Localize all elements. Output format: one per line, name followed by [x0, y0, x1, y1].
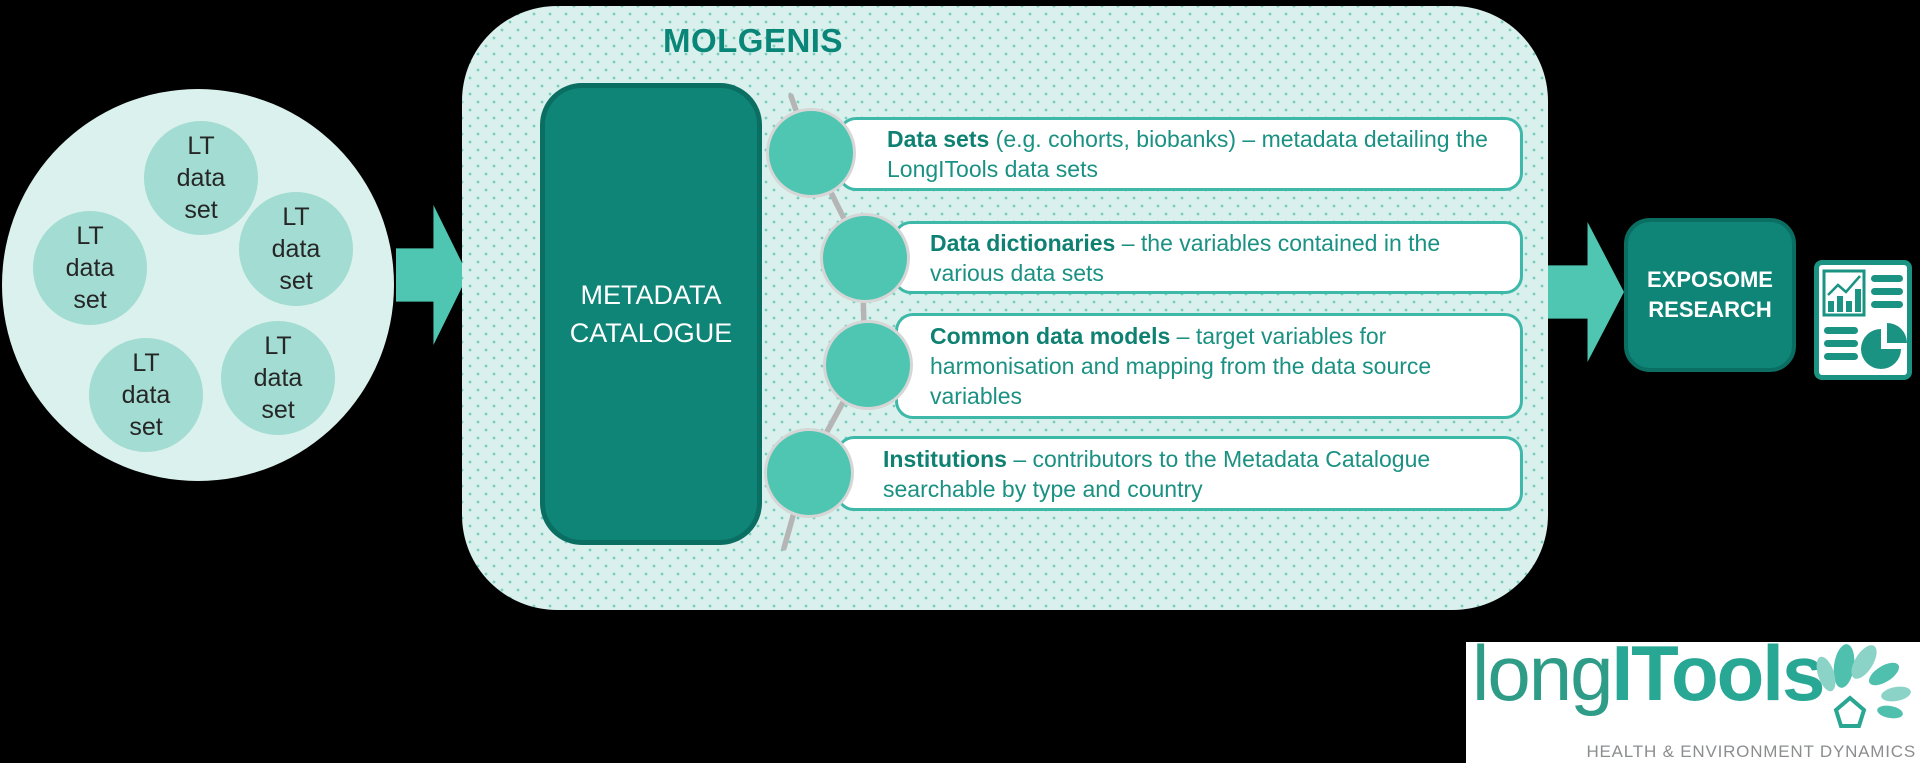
longitools-logo: longITools HEALTH & ENVIRONMENT DYNAMICS	[1466, 629, 1920, 763]
lt-dataset-circle: LT data set	[33, 211, 147, 325]
item-box-data-dictionaries: Data dictionaries – the variables contai…	[893, 221, 1523, 294]
molgenis-title: MOLGENIS	[662, 22, 843, 59]
item-bullet-circle	[766, 108, 856, 198]
lt-dataset-label: LT data set	[65, 222, 115, 314]
exposome-research-box: EXPOSOME RESEARCH	[1624, 218, 1796, 372]
item-description: – the variables contained in the various…	[930, 229, 1441, 286]
item-lead: Data dictionaries	[930, 229, 1116, 256]
leaf-cluster-icon	[1816, 644, 1911, 728]
lt-dataset-label: LT data set	[253, 332, 303, 424]
longitools-wordmark: longITools	[1472, 628, 1825, 719]
item-box-common-data-models: Common data models – target variables fo…	[895, 313, 1523, 419]
lt-dataset-circle: LT data set	[239, 192, 353, 306]
flow-arrow-into-catalogue	[396, 205, 468, 345]
lt-dataset-label: LT data set	[271, 203, 321, 295]
lt-dataset-circle: LT data set	[144, 121, 258, 235]
lt-dataset-label: LT data set	[121, 349, 171, 441]
wordmark-long: long	[1472, 629, 1613, 717]
item-lead: Data sets	[887, 126, 990, 152]
item-bullet-circle	[820, 213, 910, 303]
report-charts-icon	[1814, 260, 1912, 380]
item-bullet-circle	[823, 320, 913, 410]
lt-dataset-label: LT data set	[176, 132, 226, 224]
metadata-catalogue-box: METADATA CATALOGUE	[540, 83, 762, 545]
item-description: – contributors to the Metadata Catalogue…	[883, 445, 1431, 502]
lt-dataset-circle: LT data set	[89, 338, 203, 452]
item-box-institutions: Institutions – contributors to the Metad…	[836, 436, 1523, 511]
report-charts-icon-graphic	[1822, 269, 1907, 369]
item-bullet-circle	[764, 428, 854, 518]
item-description: (e.g. cohorts, biobanks) – metadata deta…	[887, 126, 1488, 182]
exposome-research-label: EXPOSOME RESEARCH	[1647, 267, 1773, 322]
flow-arrow-to-research	[1548, 222, 1624, 362]
item-lead: Institutions	[883, 445, 1007, 472]
logo-tagline: HEALTH & ENVIRONMENT DYNAMICS	[1586, 742, 1916, 761]
lt-dataset-circle: LT data set	[221, 321, 335, 435]
item-lead: Common data models	[930, 323, 1171, 349]
item-description: – target variables for harmonisation and…	[930, 323, 1432, 409]
metadata-catalogue-label: METADATA CATALOGUE	[569, 280, 733, 348]
item-box-data-sets: Data sets (e.g. cohorts, biobanks) – met…	[838, 117, 1523, 191]
wordmark-itools: ITools	[1611, 629, 1825, 717]
